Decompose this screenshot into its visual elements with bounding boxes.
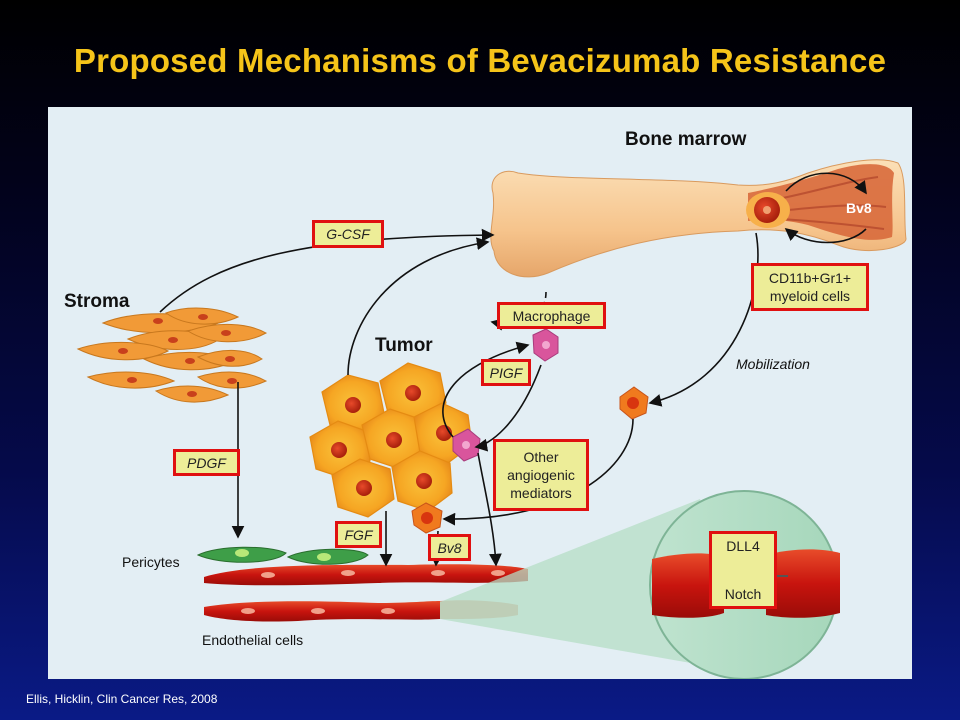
tumor-label: Tumor [375,335,433,356]
stroma-cells [76,307,268,403]
bv8-box: Bv8 [428,534,471,561]
dll4-notch-inset [440,490,840,679]
diagram-artwork [76,159,907,679]
bone-marrow-label: Bone marrow [625,129,747,150]
other-line1: Other [523,449,559,465]
bv8-marrow-label: Bv8 [846,200,872,216]
stroma-label: Stroma [64,291,130,312]
mobilization-label: Mobilization [736,356,810,372]
bone-marrow-illustration [490,159,907,278]
notch-label: Notch [724,586,762,602]
cd11b-line1: CD11b+Gr1+ [768,270,852,286]
dll4-label: DLL4 [726,538,760,554]
other-line2: angiogenic [507,467,575,483]
g-csf-box: G-CSF [312,220,384,248]
pericytes-label: Pericytes [122,554,180,570]
mechanism-diagram: Bone marrow Stroma Tumor Mobilization Pe… [48,107,912,679]
cd11b-myeloid-box: CD11b+Gr1+ myeloid cells [751,263,869,311]
endothelial-cells-label: Endothelial cells [202,632,304,648]
slide-title: Proposed Mechanisms of Bevacizumab Resis… [73,42,887,79]
dll4-notch-box: DLL4 Notch [709,531,777,609]
other-angiogenic-box: Other angiogenic mediators [493,439,589,511]
cd11b-line2: myeloid cells [769,288,851,304]
other-line3: mediators [510,485,572,501]
citation: Ellis, Hicklin, Clin Cancer Res, 2008 [26,692,218,706]
pigf-box: PIGF [481,359,531,386]
pdgf-box: PDGF [173,449,240,476]
fgf-box: FGF [335,521,382,548]
macrophage-box: Macrophage [497,302,606,329]
myeloid-cells [411,386,649,534]
tumor-cluster [309,362,473,518]
macrophage-cells [452,328,559,462]
pericyte-cells [196,546,369,565]
